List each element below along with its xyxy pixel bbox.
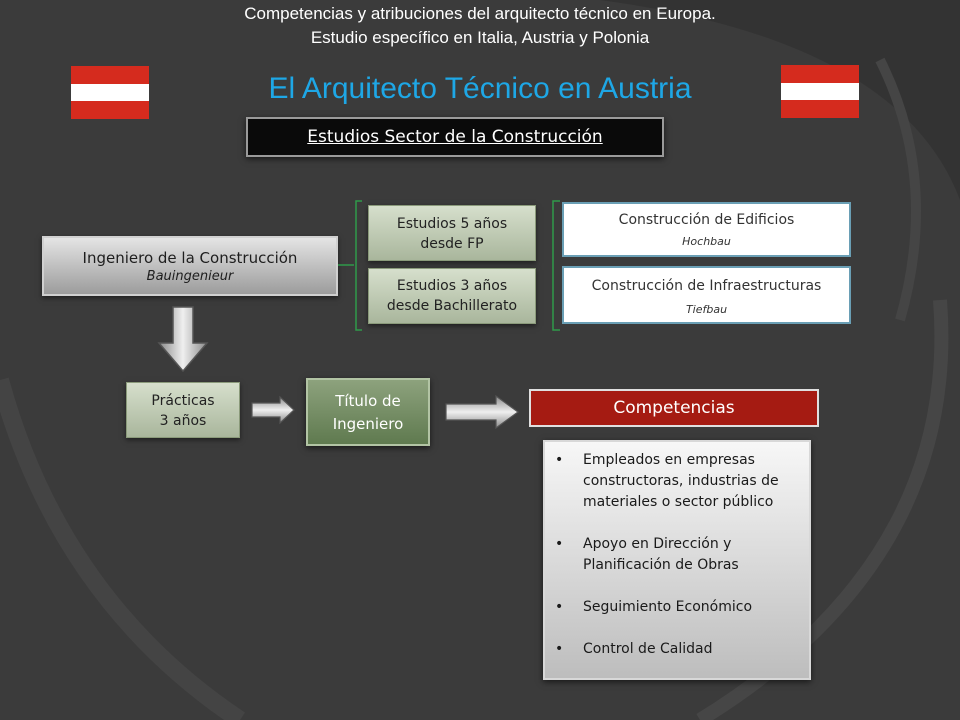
austria-flag-left (71, 66, 149, 120)
titulo-line: Título de (335, 392, 401, 410)
competencias-list-panel: Empleados en empresas constructoras, ind… (543, 440, 811, 680)
card-subtitle: Tiefbau (685, 303, 728, 316)
ingeniero-subtitle: Bauingenieur (146, 269, 234, 284)
header-line-2: Estudio específico en Italia, Austria y … (310, 28, 650, 47)
card-title: Construcción de Infraestructuras (591, 278, 822, 294)
down-arrow-icon (157, 306, 209, 373)
flag-stripe-top (781, 65, 859, 83)
list-item: Empleados en empresas constructoras, ind… (555, 450, 797, 513)
austria-flag-right (781, 65, 859, 119)
estudios-3-anos-box: Estudios 3 años desde Bachillerato (368, 268, 536, 324)
flag-stripe-middle (781, 82, 859, 101)
flag-stripe-middle (71, 83, 149, 102)
right-arrow-icon (251, 395, 295, 425)
card-title: Construcción de Edificios (618, 212, 795, 228)
estudios-line: Estudios 5 años (396, 216, 508, 232)
ingeniero-title: Ingeniero de la Construcción (82, 249, 298, 267)
titulo-box: Título de Ingeniero (306, 378, 430, 446)
header-line-1: Competencias y atribuciones del arquitec… (244, 4, 716, 23)
flag-stripe-top (71, 66, 149, 84)
titulo-line: Ingeniero (332, 415, 404, 433)
right-arrow-icon (445, 394, 520, 430)
list-item: Seguimiento Económico (555, 597, 797, 618)
competencias-header: Competencias (529, 389, 819, 427)
estudios-line: Estudios 3 años (396, 278, 508, 294)
flag-stripe-bottom (71, 101, 149, 120)
estudios-5-anos-box: Estudios 5 años desde FP (368, 205, 536, 261)
section-banner: Estudios Sector de la Construcción (246, 117, 664, 157)
competencias-list: Empleados en empresas constructoras, ind… (545, 442, 809, 660)
construccion-infraestructuras-card: Construcción de Infraestructuras Tiefbau (562, 266, 851, 324)
page-title: El Arquitecto Técnico en Austria (268, 72, 692, 105)
estudios-line: desde Bachillerato (386, 298, 518, 314)
estudios-line: desde FP (420, 236, 484, 252)
flag-stripe-bottom (781, 100, 859, 119)
ingeniero-box: Ingeniero de la Construcción Bauingenieu… (42, 236, 338, 296)
practicas-box: Prácticas 3 años (126, 382, 240, 438)
practicas-line: 3 años (159, 413, 207, 429)
practicas-line: Prácticas (151, 393, 215, 409)
list-item: Apoyo en Dirección y Planificación de Ob… (555, 534, 797, 576)
card-subtitle: Hochbau (682, 235, 731, 248)
list-item: Control de Calidad (555, 639, 797, 660)
construccion-edificios-card: Construcción de Edificios Hochbau (562, 202, 851, 257)
